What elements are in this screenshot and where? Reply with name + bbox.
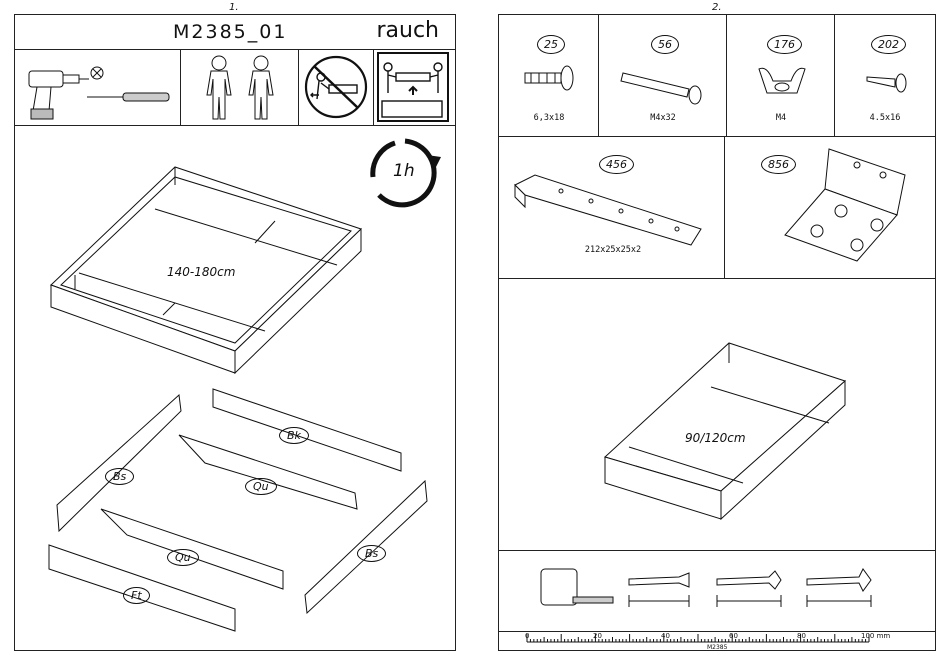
ruler-label: 40 [661,632,670,640]
hardware-size: 6,3x18 [499,113,599,123]
hardware-size: M4x32 [599,113,727,123]
qty-badge: 176 [767,35,802,54]
hardware-size: 4.5x16 [835,113,935,123]
part-label-bk: Bk [279,427,309,444]
page-header: M2385_01 rauch [15,15,455,50]
instruction-page-1: M2385_01 rauch [14,14,456,651]
hardware-cell-1: 25 6,3x18 [499,15,599,136]
qty-badge: 56 [651,35,679,54]
two-persons-icon [181,49,299,125]
assembled-small-frame-drawing [499,279,935,549]
ruler-label: 0 [525,632,529,640]
bracket-row: 456 212x25x25x2 856 [499,137,935,279]
small-bed-size-label: 90/120cm [685,431,746,445]
requirements-row [15,49,455,126]
ruler-label: 20 [593,632,602,640]
corner-bracket-icon [765,145,925,273]
frame-parts-drawing [15,385,455,650]
qty-badge: 25 [537,35,565,54]
no-drag-cell [299,49,374,125]
slotted-bracket-icon [511,167,711,247]
instruction-page-2: 25 6,3x18 56 M4x32 176 M4 202 4.5x16 [498,14,936,651]
bracket-size: 212x25x25x2 [553,245,673,255]
page-number-2: 2. [712,2,722,13]
ruler-caption: M2385 [707,644,727,651]
ruler-label: 60 [729,632,738,640]
tools-cell [15,49,181,125]
part-label-qu-bottom: Qu [167,549,199,566]
hardware-cell-3: 176 M4 [727,15,835,136]
no-drag-warning-icon [299,49,374,125]
part-label-bs-left: Bs [105,468,134,485]
hardware-size: M4 [727,113,835,123]
bed-size-label: 140-180cm [167,265,235,279]
screw-icon [521,59,581,99]
assembled-frame-drawing [15,125,455,385]
part-label-ft: Ft [123,587,150,604]
measuring-row [499,551,935,633]
hardware-cell-2: 56 M4x32 [599,15,727,136]
page-number: 1. [229,2,239,13]
small-frame-section: 90/120cm [499,279,935,551]
part-label-bs-right: Bs [357,545,386,562]
ruler-label: 100 mm [861,632,890,640]
two-persons-cell [181,49,299,125]
part-label-qu-top: Qu [245,478,277,495]
tape-measure-and-screws [529,567,909,627]
bolt-icon [619,61,709,101]
model-number: M2385_01 [173,21,287,43]
drill-screwdriver-icon [15,49,181,125]
lift-together-cell [374,49,455,125]
lift-together-icon [374,49,455,125]
bracket-cell-1: 456 212x25x25x2 [499,137,725,278]
ruler-scale [523,634,883,648]
small-screw-icon [865,67,915,97]
ruler: 0 20 40 60 80 100 mm M2385 [499,631,935,652]
hardware-cell-4: 202 4.5x16 [835,15,935,136]
wing-nut-icon [757,63,807,103]
qty-badge: 202 [871,35,906,54]
brand-logo: rauch [376,18,439,43]
ruler-label: 80 [797,632,806,640]
hardware-row: 25 6,3x18 56 M4x32 176 M4 202 4.5x16 [499,15,935,137]
bracket-cell-2: 856 [725,137,935,278]
